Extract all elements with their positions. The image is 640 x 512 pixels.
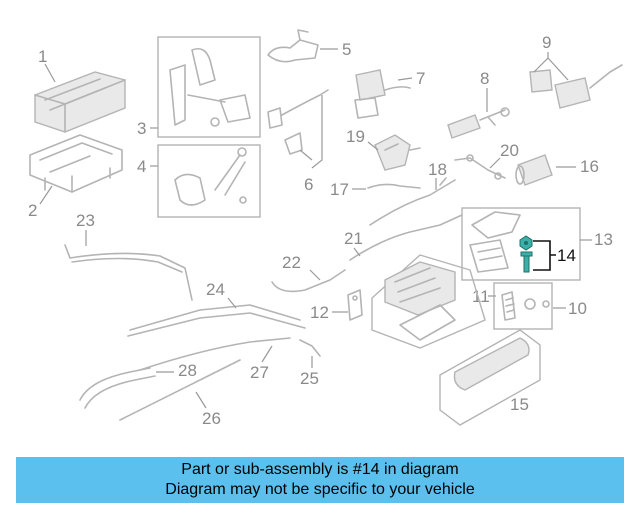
label-23: 23 (76, 211, 95, 230)
label-26: 26 (202, 409, 221, 428)
part-21-line (349, 214, 463, 261)
part-28-line (79, 367, 156, 409)
part-7-sensor (354, 69, 411, 119)
group-box-10-11 (493, 282, 553, 330)
part-26-line (119, 359, 241, 421)
part-9-switch (529, 64, 623, 109)
part-24-line (127, 304, 306, 337)
label-15: 15 (510, 395, 529, 414)
label-4: 4 (137, 157, 146, 176)
label-19: 19 (346, 127, 365, 146)
label-8: 8 (480, 69, 489, 88)
part-8-key (447, 107, 510, 139)
part-13-compressor-bracket (469, 211, 521, 273)
part-14-nut-and-bolt (519, 235, 533, 273)
label-12: 12 (310, 303, 329, 322)
part-1-control-module (34, 71, 126, 133)
part-18-line (369, 177, 456, 226)
parts-diagram: 1 2 3 4 5 6 (28, 29, 623, 428)
part-6-sensor-harness (267, 89, 329, 155)
label-9: 9 (542, 33, 551, 52)
group-box-3 (157, 36, 261, 138)
leader-14 (533, 240, 556, 271)
part-19-valve (374, 134, 421, 171)
group-box-13 (461, 207, 581, 281)
label-5: 5 (342, 40, 351, 59)
part-15-reservoir (439, 329, 541, 426)
label-3: 3 (137, 119, 146, 138)
label-11: 11 (472, 287, 490, 306)
label-17: 17 (330, 180, 349, 199)
label-7: 7 (416, 69, 425, 88)
label-27: 27 (250, 363, 269, 382)
info-banner: Part or sub-assembly is #14 in diagram D… (16, 457, 624, 503)
banner-line-1: Part or sub-assembly is #14 in diagram (181, 461, 459, 478)
part-17-line (367, 183, 421, 189)
label-10: 10 (568, 299, 587, 318)
part-20-fitting (454, 154, 506, 180)
part-10-11-bumper (501, 291, 550, 321)
part-2-bracket (29, 134, 123, 193)
label-2: 2 (28, 201, 37, 220)
part-22-line (271, 269, 346, 293)
label-20: 20 (500, 141, 519, 160)
part-4-sensor-link (174, 147, 247, 206)
label-1: 1 (38, 47, 47, 66)
part-23-line (64, 244, 193, 301)
label-16: 16 (580, 157, 599, 176)
label-18: 18 (428, 160, 447, 179)
label-14: 14 (557, 246, 576, 265)
label-13: 13 (594, 230, 613, 249)
label-25: 25 (300, 369, 319, 388)
label-22: 22 (282, 253, 301, 272)
part-27-line (139, 337, 291, 371)
part-5-sensor (267, 29, 319, 63)
label-6: 6 (304, 175, 313, 194)
label-24: 24 (206, 280, 225, 299)
label-21: 21 (344, 229, 363, 248)
group-box-4 (157, 144, 261, 218)
part-16-filter (515, 154, 553, 186)
banner-line-2: Diagram may not be specific to your vehi… (165, 481, 475, 498)
part-25-line (299, 339, 321, 357)
air-compressor-assembly (371, 254, 486, 349)
part-12-bracket (347, 289, 363, 321)
part-3-height-sensor (169, 47, 251, 127)
label-28: 28 (178, 361, 197, 380)
